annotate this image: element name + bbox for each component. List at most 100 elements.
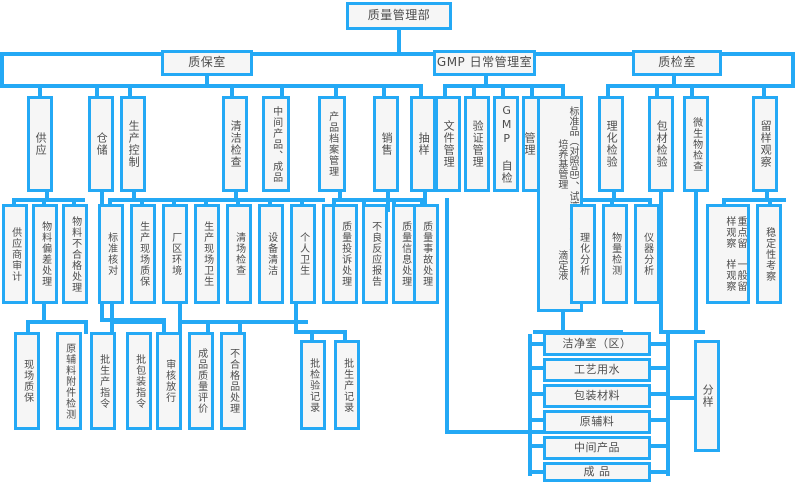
node-product-archive[interactable]: 产品档案管理	[318, 96, 346, 192]
node-quality-complaint[interactable]: 质量投诉处理	[332, 204, 358, 304]
connector	[128, 84, 132, 98]
node-intermediate-product[interactable]: 中间产品	[543, 436, 651, 460]
connector	[650, 392, 668, 396]
node-standard-check[interactable]: 标准核对	[98, 204, 124, 304]
node-onsite-hygiene[interactable]: 生产现场卫生	[194, 204, 220, 304]
connector	[72, 198, 76, 206]
connector	[45, 190, 49, 202]
node-sales[interactable]: 销售	[373, 96, 399, 192]
connector	[655, 84, 659, 98]
connector	[95, 84, 99, 98]
connector	[443, 84, 447, 98]
node-retained-key: 重点留样观察	[723, 216, 746, 249]
connector	[294, 330, 346, 334]
node-batch-production-record[interactable]: 批生产记录	[334, 340, 360, 430]
node-quantity-detection[interactable]: 物量检测	[602, 204, 628, 304]
connector	[42, 198, 46, 206]
connector	[332, 198, 424, 202]
connector	[110, 304, 114, 322]
node-finished-quality-eval[interactable]: 成品质量评价	[188, 332, 214, 430]
node-plant-environment[interactable]: 厂区环境	[162, 204, 188, 304]
connector	[310, 330, 314, 344]
node-supply[interactable]: 供应	[27, 96, 53, 192]
connector	[423, 190, 427, 212]
connector	[140, 198, 144, 206]
node-gmp-office[interactable]: GMP 日常管理室	[433, 50, 536, 76]
connector	[768, 198, 772, 206]
node-zhijianshi[interactable]: 质检室	[632, 50, 722, 76]
connector	[419, 84, 423, 98]
node-batch-production-order[interactable]: 批生产指令	[90, 332, 116, 430]
node-document-management[interactable]: 文件管理	[435, 96, 461, 192]
node-root[interactable]: 质量管理部	[346, 2, 452, 30]
connector	[722, 198, 786, 202]
node-material-deviation[interactable]: 物料偏差处理	[32, 204, 58, 304]
node-adverse-reaction-report[interactable]: 不良反应报告	[362, 204, 388, 304]
node-physicochemical-test[interactable]: 理化检验	[598, 96, 624, 192]
connector	[722, 198, 726, 206]
node-physchem-analysis[interactable]: 理化分析	[570, 204, 596, 304]
connector	[528, 418, 544, 422]
node-equipment-cleaning[interactable]: 设备清洁	[258, 204, 284, 304]
node-packaging-material-test[interactable]: 包材检验	[648, 96, 674, 192]
connector	[162, 320, 166, 334]
node-process-water[interactable]: 工艺用水	[543, 358, 651, 382]
connector	[659, 190, 663, 334]
connector	[610, 198, 614, 206]
connector	[650, 342, 668, 346]
node-batch-packaging-order[interactable]: 批包装指令	[126, 332, 152, 430]
connector	[528, 342, 544, 346]
connector	[230, 84, 234, 98]
node-review-release[interactable]: 审核放行	[156, 332, 182, 430]
node-cleanroom[interactable]: 洁净室（区）	[543, 332, 651, 356]
connector	[268, 198, 272, 206]
connector	[561, 312, 565, 334]
connector	[132, 190, 136, 202]
connector	[178, 304, 182, 322]
connector	[392, 198, 396, 206]
connector	[666, 396, 696, 400]
node-onsite-qa-4[interactable]: 现场质保	[14, 332, 40, 430]
connector	[472, 84, 476, 98]
node-gmp-self-inspection[interactable]: GMP 自检	[493, 96, 519, 192]
node-supplier-audit[interactable]: 供应商审计	[2, 204, 28, 304]
node-onsite-qa[interactable]: 生产现场质保	[130, 204, 156, 304]
node-raw-material-test[interactable]: 原辅料附件检测	[56, 332, 82, 430]
connector	[386, 190, 390, 212]
connector	[236, 198, 240, 206]
connector	[238, 320, 242, 334]
node-clearance-check[interactable]: 清场检查	[226, 204, 252, 304]
node-nonconform-handling[interactable]: 不合格品处理	[220, 332, 246, 430]
node-retained-sample-types[interactable]: 重点留样观察 一般留样观察	[706, 204, 750, 304]
node-finished-product[interactable]: 成 品	[543, 462, 651, 482]
node-batch-test-record[interactable]: 批检验记录	[300, 340, 326, 430]
node-validation-management[interactable]: 验证管理	[464, 96, 490, 192]
node-packaging-material[interactable]: 包装材料	[543, 384, 651, 408]
node-production-control[interactable]: 生产控制	[120, 96, 146, 192]
connector	[38, 84, 42, 98]
node-quality-accident[interactable]: 质量事故处理	[413, 204, 439, 304]
connector	[334, 84, 338, 98]
node-zhibaoshi[interactable]: 质保室	[161, 50, 253, 76]
node-personal-hygiene[interactable]: 个人卫生	[290, 204, 316, 304]
connector	[672, 76, 676, 88]
node-cleaning-inspection[interactable]: 清洁检查	[222, 96, 248, 192]
node-microbio-inspection[interactable]: 微生物检查	[683, 96, 709, 192]
node-warehouse[interactable]: 仓储	[88, 96, 114, 192]
connector	[420, 198, 424, 206]
node-raw-excipient[interactable]: 原辅料	[543, 410, 651, 434]
connector	[528, 444, 544, 448]
connector	[12, 198, 85, 202]
node-intermediate-finished[interactable]: 中间产品、成品	[262, 96, 290, 192]
connector	[650, 366, 668, 370]
connector	[501, 84, 505, 98]
connector	[752, 84, 795, 88]
node-sample-split[interactable]: 分样	[694, 340, 720, 452]
node-stability-study[interactable]: 稳定性考察	[756, 204, 782, 304]
node-sampling[interactable]: 抽样	[410, 96, 436, 192]
connector	[343, 330, 347, 344]
node-retained-sample-observation[interactable]: 留样观察	[752, 96, 778, 192]
node-instrument-analysis[interactable]: 仪器分析	[634, 204, 660, 304]
node-material-nonconform[interactable]: 物料不合格处理	[62, 204, 88, 304]
